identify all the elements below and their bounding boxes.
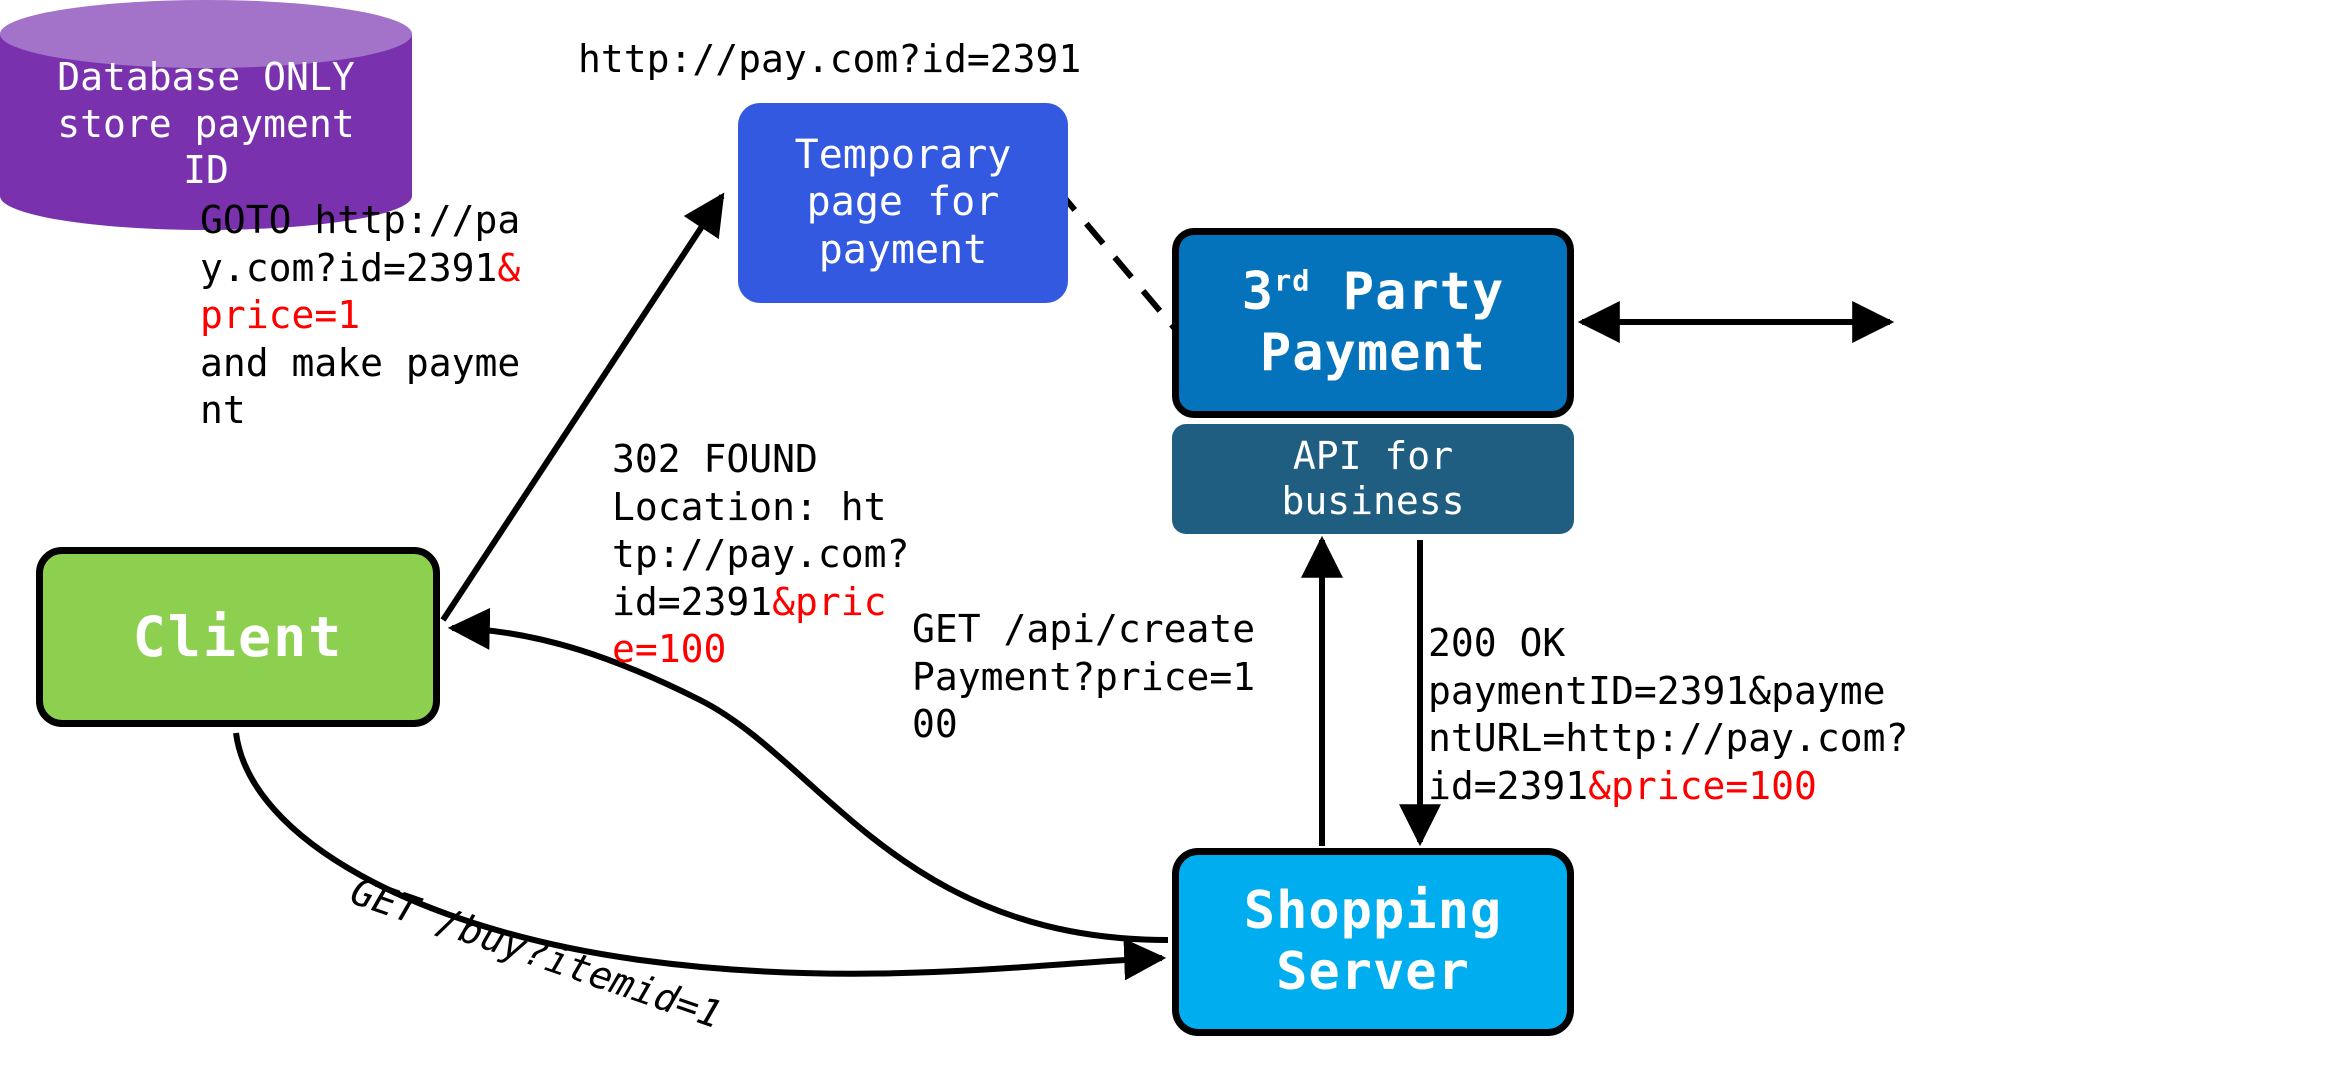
response-line-3: ntURL=http://pay.com?	[1428, 716, 1909, 760]
api-create-line-2: Payment?price=1	[912, 654, 1256, 699]
node-shopping-server-label: Shopping Server	[1243, 880, 1503, 1002]
goto-line-3-red: price=1	[200, 293, 361, 337]
goto-line-4: and make payme	[200, 340, 521, 385]
node-temporary-page[interactable]: Temporary page for payment	[738, 103, 1068, 303]
node-third-party-payment-label: 3rd Party Payment	[1179, 262, 1567, 385]
node-database-label: Database ONLY store payment ID	[57, 55, 355, 193]
edge-temp-page-to-third-party	[1055, 188, 1179, 332]
third-party-ordinal-suffix: rd	[1274, 263, 1311, 298]
edge-client-to-temp-page	[440, 192, 725, 622]
response-line-4-black: id=2391	[1428, 763, 1589, 808]
node-third-party-payment[interactable]: 3rd Party Payment	[1172, 228, 1574, 418]
goto-line-5: nt	[200, 388, 246, 432]
goto-line-2-red: &	[497, 245, 521, 290]
response-line-4-red: &price=100	[1588, 763, 1817, 808]
edge-client-to-shopping	[233, 732, 1167, 981]
label-goto-payment: GOTO http://pa y.com?id=2391& price=1 an…	[200, 197, 600, 435]
api-create-line-1: GET /api/create	[912, 607, 1256, 651]
redirect-line-5-red: e=100	[612, 627, 727, 671]
response-line-2: paymentID=2391&payme	[1428, 668, 1886, 713]
label-200-ok-response: 200 OK paymentID=2391&payme ntURL=http:/…	[1428, 620, 2028, 810]
node-api-for-business[interactable]: API for business	[1172, 424, 1574, 534]
database-cylinder-top	[0, 0, 412, 68]
redirect-line-4-red: &pric	[772, 579, 887, 624]
goto-line-2-black: y.com?id=2391	[200, 245, 498, 290]
redirect-line-3: tp://pay.com?	[612, 532, 910, 576]
label-get-api-create-payment: GET /api/create Payment?price=1 00	[912, 606, 1332, 749]
node-client-label: Client	[132, 604, 344, 669]
node-api-for-business-label: API for business	[1281, 434, 1465, 523]
api-create-line-3: 00	[912, 702, 958, 746]
goto-line-1: GOTO http://pa	[200, 198, 521, 242]
response-line-1: 200 OK	[1428, 621, 1566, 665]
redirect-line-2: Location: ht	[612, 484, 887, 529]
node-client[interactable]: Client	[36, 547, 440, 727]
edge-shopping-to-client	[447, 607, 1169, 943]
redirect-line-1: 302 FOUND	[612, 437, 818, 481]
redirect-line-4-black: id=2391	[612, 579, 773, 624]
node-database-cylinder[interactable]: Database ONLY store payment ID	[0, 0, 412, 230]
third-party-name: Party Payment	[1259, 261, 1505, 383]
node-temporary-page-label: Temporary page for payment	[794, 132, 1012, 273]
node-shopping-server[interactable]: Shopping Server	[1172, 848, 1574, 1036]
third-party-ordinal-number: 3	[1241, 261, 1275, 322]
label-temp-page-url: http://pay.com?id=2391	[578, 37, 1082, 81]
label-302-found: 302 FOUND Location: ht tp://pay.com? id=…	[612, 436, 942, 674]
